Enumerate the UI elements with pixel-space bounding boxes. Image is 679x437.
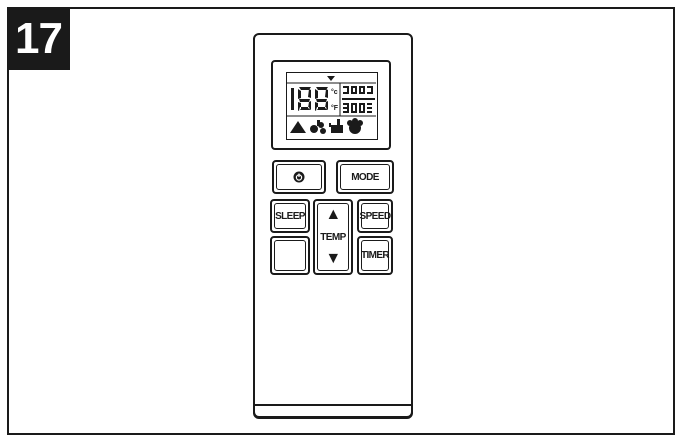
heat-mode-icon [347,118,363,134]
cool-mode-icon [290,121,306,133]
timer-segments-icon [342,86,375,113]
power-icon [293,171,305,183]
mode-button-label: MODE [351,171,379,183]
temp-button-label: TEMP [320,231,346,243]
step-number-badge: 17 [7,7,70,70]
fan-mode-icon [310,120,326,134]
remote-control-base [253,404,413,418]
temperature-digits-icon [291,87,328,111]
temp-up-arrow-icon[interactable]: ▲ [325,206,341,223]
temp-button[interactable]: ▲ TEMP ▼ [313,199,353,275]
sleep-button-label: SLEEP [275,210,305,222]
dry-mode-icon [329,119,343,133]
temp-down-arrow-icon[interactable]: ▼ [325,250,341,267]
mode-button[interactable]: MODE [336,160,394,194]
sleep-button[interactable]: SLEEP [270,199,310,233]
unit-c-label: °c [331,88,338,96]
signal-icon [327,76,335,81]
timer-button[interactable]: TIMER [357,236,393,275]
lcd-display: °c °F [286,72,378,140]
lcd-bezel [271,60,391,150]
blank-button[interactable] [270,236,310,275]
power-button[interactable] [272,160,326,194]
speed-button[interactable]: SPEED [357,199,393,233]
unit-f-label: °F [331,104,339,112]
timer-button-label: TIMER [360,250,390,261]
figure-frame [7,7,675,435]
speed-button-label: SPEED [359,210,392,222]
lcd-segments: °c °F [287,76,376,134]
